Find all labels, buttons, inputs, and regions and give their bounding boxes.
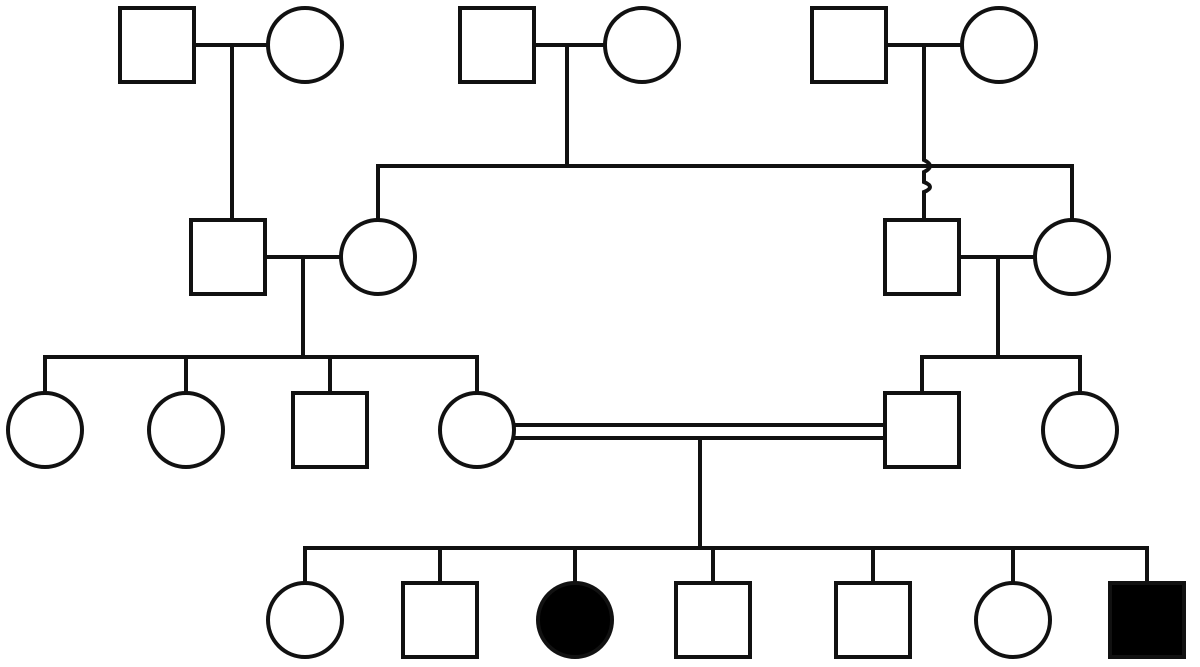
gen2-male-1-unaffected	[189, 218, 267, 296]
pedigree-lines	[43, 43, 1149, 585]
gen4-female-3-affected	[536, 581, 614, 659]
gen4-male-7-affected	[1108, 581, 1186, 659]
gen1-male-2-unaffected	[458, 6, 536, 84]
gen4-male-5-unaffected	[834, 581, 912, 659]
pedigree-individuals	[6, 6, 1186, 659]
gen3-male-5-unaffected	[883, 391, 961, 469]
gen1-male-1-unaffected	[118, 6, 196, 84]
gen1-male-3-unaffected	[810, 6, 888, 84]
gen4-female-1-unaffected	[266, 581, 344, 659]
gen2-male-2-unaffected	[883, 218, 961, 296]
gen3-female-1-unaffected	[6, 391, 84, 469]
gen4-female-6-unaffected	[974, 581, 1052, 659]
gen3-male-3-unaffected	[291, 391, 369, 469]
gen3-female-2-unaffected	[147, 391, 225, 469]
gen3-female-4-unaffected	[438, 391, 516, 469]
gen1-female-2-unaffected	[603, 6, 681, 84]
gen2-female-1-unaffected	[339, 218, 417, 296]
gen4-male-2-unaffected	[401, 581, 479, 659]
gen2-female-2-unaffected	[1033, 218, 1111, 296]
gen1-female-1-unaffected	[266, 6, 344, 84]
gen3-female-6-unaffected	[1041, 391, 1119, 469]
gen4-male-4-unaffected	[674, 581, 752, 659]
gen1-female-3-unaffected	[960, 6, 1038, 84]
descent-line-gen1-c	[922, 43, 932, 222]
